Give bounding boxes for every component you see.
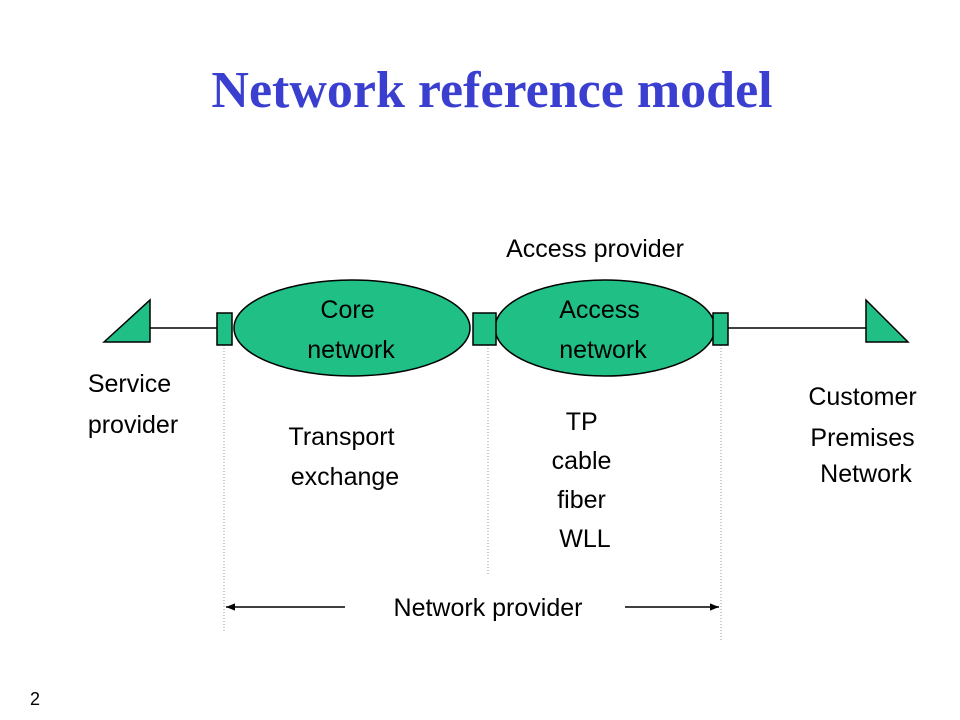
transport-exchange-label: Transport exchange [288,423,401,491]
page-title: Network reference model [211,62,772,119]
interface-connector-left [216,312,233,346]
customer-premises-label: Customer Premises Network [808,383,923,488]
network-provider-label: Network provider [394,594,583,622]
service-provider-triangle [102,298,151,343]
access-provider-label: Access provider [506,235,684,263]
access-network-label: Access network [559,296,647,364]
interface-connector-middle [472,312,497,346]
access-media-list: TP cable fiber WLL [552,408,619,553]
page-number: 2 [30,689,40,709]
service-provider-label: Service provider [88,370,178,439]
interface-connector-right [712,312,729,346]
core-network-label: Core network [307,296,395,364]
core-network-node [233,279,471,377]
customer-premises-triangle [865,298,910,343]
